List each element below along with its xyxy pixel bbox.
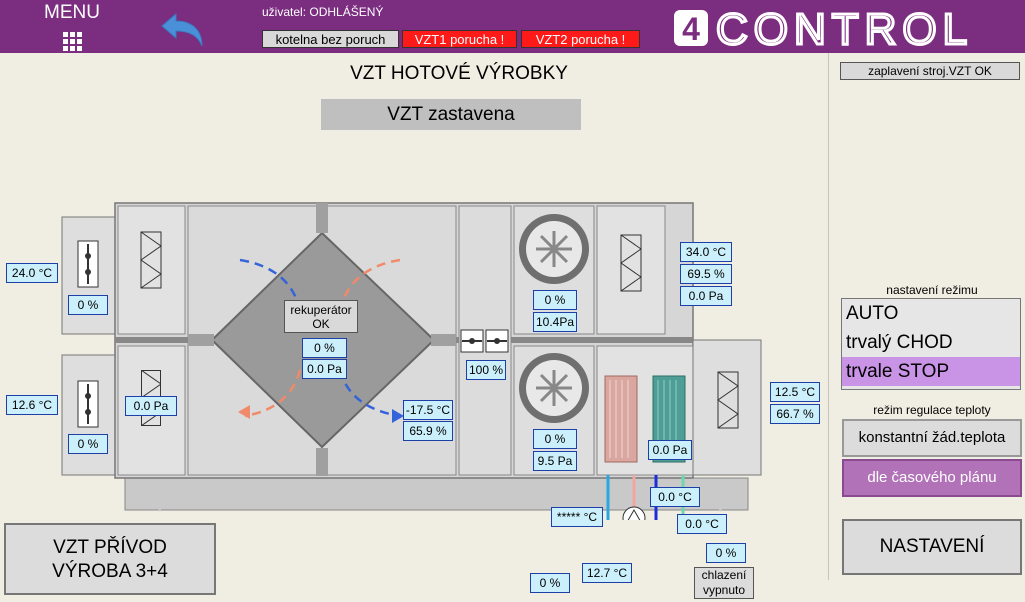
cooling-water-temp: 0.0 °C [677,514,727,534]
menu-button[interactable]: MENU [30,2,114,51]
exhaust-temp: 12.6 °C [6,395,58,415]
heating-supply-temp: ***** °C [551,507,603,527]
top-right-humidity: 69.5 % [680,264,732,284]
recuperator-status: rekuperátor OK [284,300,358,333]
damper-icon [77,380,99,428]
brand-logo: 4 CONTROL [674,4,973,50]
top-right-pressure: 0.0 Pa [680,286,732,306]
alarm-boiler[interactable]: kotelna bez poruch [262,30,399,48]
settings-button[interactable]: NASTAVENÍ [842,519,1022,575]
bypass-damper-icon [460,329,509,353]
heating-valve-position: 0 % [530,573,570,593]
heating-return-temp: 12.7 °C [582,563,632,583]
recuperator-pressure: 0.0 Pa [302,359,347,379]
outdoor-damper-position: 0 % [68,295,108,315]
recuperator-percent: 0 % [302,338,347,358]
page-title: VZT HOTOVÉ VÝROBKY [350,63,568,84]
back-arrow-icon[interactable] [158,10,208,48]
unit-select-button[interactable]: VZT PŘÍVOD VÝROBA 3+4 [4,523,216,595]
cooler-pressure: 0.0 Pa [648,440,692,460]
supply-humidity: 66.7 % [770,404,820,424]
fan-bottom-pressure: 9.5 Pa [533,451,577,471]
grid-icon [62,32,82,51]
supply-temp: 12.5 °C [770,382,820,402]
regulation-title: režim regulace teploty [873,403,991,417]
fan-icon [519,353,589,423]
logo-text: CONTROL [716,5,973,50]
cooling-valve-position: 0 % [706,543,746,563]
after-recuperator-temp: -17.5 °C [403,400,453,420]
regulation-constant-button[interactable]: konstantní žád.teplota [842,419,1022,457]
bypass-damper-position: 100 % [466,360,506,380]
menu-label: MENU [44,2,100,23]
exhaust-filter-pressure: 0.0 Pa [125,396,177,416]
recuperator-state: OK [312,317,330,331]
regulation-schedule-button[interactable]: dle časového plánu [842,459,1022,497]
flood-status: zaplavení stroj.VZT OK [840,62,1020,80]
mode-continuous-stop[interactable]: trvale STOP [842,357,1020,386]
unit-select-line1: VZT PŘÍVOD [53,537,167,558]
outdoor-temp: 24.0 °C [6,263,58,283]
top-right-temp: 34.0 °C [680,242,732,262]
right-panel [828,53,1025,580]
fan-icon [519,214,589,284]
mode-selector: AUTO trvalý CHOD trvale STOP [841,298,1021,390]
after-recuperator-humidity: 65.9 % [403,421,453,441]
user-status: uživatel: ODHLÁŠENÝ [262,5,384,19]
return-water-temp: 0.0 °C [650,487,700,507]
fan-top-speed: 0 % [533,290,577,310]
ahu-diagram [61,202,762,520]
fan-top-pressure: 10.4Pa [533,312,577,332]
alarm-vzt2[interactable]: VZT2 porucha ! [521,30,640,48]
recuperator-label: rekuperátor [290,303,352,317]
alarm-vzt1[interactable]: VZT1 porucha ! [402,30,517,48]
fan-bottom-speed: 0 % [533,429,577,449]
mode-title: nastavení režimu [886,283,978,297]
unit-status: VZT zastavena [321,99,581,130]
damper-icon [77,240,99,288]
exhaust-damper-position: 0 % [68,434,108,454]
cooling-status: chlazení vypnuto [694,567,754,599]
mode-auto[interactable]: AUTO [846,303,899,324]
logo-mark: 4 [682,11,700,47]
unit-select-line2: VÝROBA 3+4 [52,561,168,582]
mode-continuous-run[interactable]: trvalý CHOD [846,332,953,353]
